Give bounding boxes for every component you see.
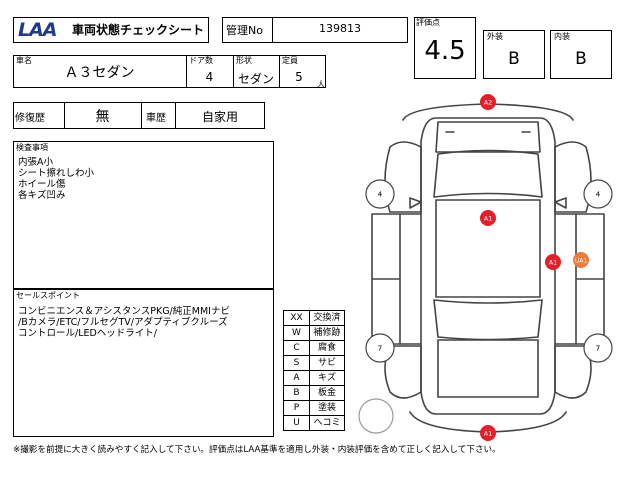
mark-roof-label: A1 — [484, 215, 493, 223]
mark-side-red-label: A1 — [549, 259, 558, 267]
inspection-box — [13, 141, 274, 289]
mark-front-bumper-label: A2 — [484, 99, 493, 107]
wheel-rear-right-mark: 7 — [596, 345, 600, 353]
repair-value: 無 — [95, 109, 110, 125]
mark-side-orange — [573, 252, 589, 268]
repair-label: 修復歴 — [15, 113, 45, 124]
usage-label: 車歴 — [146, 113, 166, 124]
legend-meaning: サビ — [309, 355, 345, 371]
legend-code: P — [283, 400, 310, 416]
selling-points-label: セールスポイント — [16, 291, 80, 300]
usage-value: 自家用 — [201, 110, 238, 124]
wheel-front-right-mark: 4 — [596, 191, 601, 199]
wheel-front-left-icon — [365, 179, 395, 209]
doors-label: ドア数 — [189, 56, 213, 65]
car-name-value: Ａ３セダン — [64, 65, 135, 81]
sheet-title: 車両状態チェックシート — [72, 23, 205, 37]
control-no-label: 管理No — [226, 24, 263, 37]
car-damage-diagram: 4 4 7 7 A2 A1 A1 UA1 A1 — [358, 94, 613, 441]
legend-code: S — [283, 355, 310, 371]
mark-roof — [480, 210, 496, 226]
footer-note: ※撮影を前提に大きく読みやすく記入して下さい。評価点はLAA基準を適用し外装・内… — [13, 445, 501, 455]
legend-meaning: 板金 — [309, 385, 345, 401]
laa-logo: LAA — [18, 19, 58, 41]
interior-label: 内装 — [554, 32, 570, 41]
wheel-front-left-mark: 4 — [378, 191, 383, 199]
legend-code: U — [283, 415, 310, 431]
control-no-value: 139813 — [319, 22, 361, 35]
legend-meaning: キズ — [309, 370, 345, 386]
capacity-unit: 人 — [317, 80, 325, 89]
legend-code: A — [283, 370, 310, 386]
interior-box — [550, 30, 612, 79]
capacity-value: 5 — [295, 70, 303, 84]
history-row — [13, 102, 265, 129]
score-value: 4.5 — [424, 36, 466, 66]
legend-code: W — [283, 325, 310, 341]
legend-code: XX — [283, 310, 310, 326]
score-label: 評価点 — [416, 18, 440, 27]
inspection-line: 内張A小 — [18, 157, 53, 168]
doors-value: 4 — [205, 70, 214, 84]
car-name-label: 車名 — [16, 56, 32, 65]
inspection-line: 各キズ凹み — [18, 190, 66, 201]
legend-code: B — [283, 385, 310, 401]
legend-meaning: 腐食 — [309, 340, 345, 356]
legend-code: C — [283, 340, 310, 356]
header-box — [13, 17, 209, 43]
mark-side-orange-label: UA1 — [575, 258, 587, 265]
selling-points-box — [13, 289, 274, 437]
selling-point-line: コントロール/LEDヘッドライト/ — [18, 328, 158, 339]
wheel-front-right-icon — [583, 179, 613, 209]
car-body-outline — [420, 117, 556, 415]
legend-meaning: 補修跡 — [309, 325, 345, 341]
wheel-rear-left-mark: 7 — [378, 345, 382, 353]
legend-meaning: ヘコミ — [309, 415, 345, 431]
control-no-box — [222, 17, 408, 43]
exterior-box — [483, 30, 545, 79]
capacity-label: 定員 — [282, 56, 298, 65]
inspection-label: 検査事項 — [16, 143, 48, 152]
wheel-rear-right-icon — [583, 333, 613, 363]
shape-label: 形状 — [236, 56, 252, 65]
interior-value: B — [575, 49, 587, 69]
mark-rear-bumper-label: A1 — [484, 430, 493, 438]
legend-meaning: 交換済 — [309, 310, 345, 326]
inspection-line: シート擦れしわ小 — [18, 168, 95, 179]
wheel-rear-left-icon — [365, 333, 395, 363]
shape-value: セダン — [237, 72, 274, 86]
vehicle-row — [13, 55, 326, 88]
exterior-value: B — [508, 49, 520, 69]
exterior-label: 外装 — [487, 32, 503, 41]
legend-meaning: 塗装 — [309, 400, 345, 416]
score-box — [414, 17, 476, 79]
selling-point-line: /Bカメラ/ETC/フルセグTV/アダプティブクルーズ — [18, 317, 228, 328]
selling-point-line: コンビニエンス＆アシスタンスPKG/純正MMIナビ — [18, 306, 230, 317]
spare-tire-icon — [358, 398, 394, 434]
mark-rear-bumper — [480, 425, 496, 441]
mark-front-bumper — [480, 94, 496, 110]
mark-side-red — [545, 254, 561, 270]
inspection-line: ホイール傷 — [18, 179, 66, 190]
